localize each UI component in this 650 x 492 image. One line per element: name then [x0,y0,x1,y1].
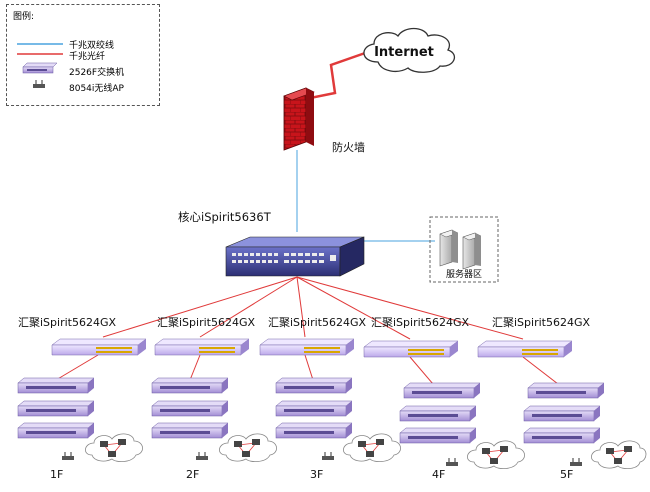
server-zone: 服务器区 [429,216,499,283]
internet-cloud: Internet [363,27,456,73]
internet-label: Internet [374,45,434,60]
aggregation-label: 汇聚iSpirit5624GX [268,316,366,329]
access-switch-icon [399,405,477,422]
access-switch-icon [523,427,601,444]
legend-item-label: 千兆双绞线 [69,41,115,51]
legend-symbols [17,43,63,88]
laptop-icon [482,448,490,454]
wireless-cloud-5f [591,440,647,470]
access-switch-stack-3f [275,377,353,439]
access-switch-icon [403,382,481,399]
legend-item-label: 8054i无线AP [69,84,124,94]
laptop-icon [242,451,250,457]
access-switch-icon [523,405,601,422]
access-switch-icon [275,377,353,394]
aggregation-label: 汇聚iSpirit5624GX [492,316,590,329]
aggregation-label: 汇聚iSpirit5624GX [18,316,116,329]
laptop-icon [252,439,260,445]
wireless-ap-icon [570,458,582,466]
wireless-cloud-4f [467,440,525,470]
access-switch-icon [22,62,58,74]
wireless-ap-icon [322,452,334,460]
laptop-icon [358,441,366,447]
floor-label: 4F [432,468,445,481]
aggregation-switch-icon [51,338,147,356]
access-switch-stack-1f [17,377,95,439]
firewall-label: 防火墙 [332,140,365,154]
wireless-cloud-3f [343,433,401,463]
copper-links [296,150,435,242]
legend-item-label: 千兆光纤 [69,52,106,62]
laptop-icon [624,446,632,452]
access-switch-icon [17,400,95,417]
legend-item-label: 2526F交换机 [69,68,125,78]
access-switch-stack-4f [399,382,481,444]
laptop-icon [100,441,108,447]
server-icon [439,229,459,267]
laptop-icon [500,446,508,452]
laptop-icon [376,439,384,445]
access-switch-icon [275,422,353,439]
laptop-icon [234,441,242,447]
access-switch-icon [151,377,229,394]
laptop-icon [614,458,622,464]
server-zone-frame [429,216,499,283]
access-switch-icon [17,377,95,394]
laptop-icon [366,451,374,457]
access-switch-icon [151,422,229,439]
floor-label: 1F [50,468,63,481]
floor-label: 5F [560,468,573,481]
aggregation-label: 汇聚iSpirit5624GX [157,316,255,329]
legend-title: 图例: [13,12,35,22]
fiber-links [55,50,559,385]
laptop-icon [108,451,116,457]
wireless-ap-icon [446,458,458,466]
wireless-cloud-1f [85,433,143,463]
wireless-ap-icon [33,80,45,88]
aggregation-switch-icon [154,338,250,356]
server-icon [462,232,482,270]
access-switch-icon [151,400,229,417]
aggregation-switch-icon [363,340,459,358]
laptop-icon [606,448,614,454]
access-switch-icon [17,422,95,439]
access-switch-stack-5f [523,382,605,444]
aggregation-label: 汇聚iSpirit5624GX [371,316,469,329]
wireless-ap-icon [62,452,74,460]
laptop-icon [490,458,498,464]
legend: 图例: 千兆双绞线 千兆光纤 2526F交换机 8054i无线AP [6,4,160,106]
laptop-icon [118,439,126,445]
core-switch-icon [225,236,365,277]
aggregation-switch-icon [477,340,573,358]
firewall-icon: 防火墙 [283,87,365,154]
wireless-cloud-2f [219,433,277,463]
wireless-ap-icon [196,452,208,460]
access-switch-icon [275,400,353,417]
server-zone-label: 服务器区 [446,268,482,280]
access-switch-icon [399,427,477,444]
aggregation-switch-icon [259,338,355,356]
core-label: 核心iSpirit5636T [178,210,272,224]
access-switch-icon [527,382,605,399]
floor-label: 3F [310,468,323,481]
access-switch-stack-2f [151,377,229,439]
floor-label: 2F [186,468,199,481]
